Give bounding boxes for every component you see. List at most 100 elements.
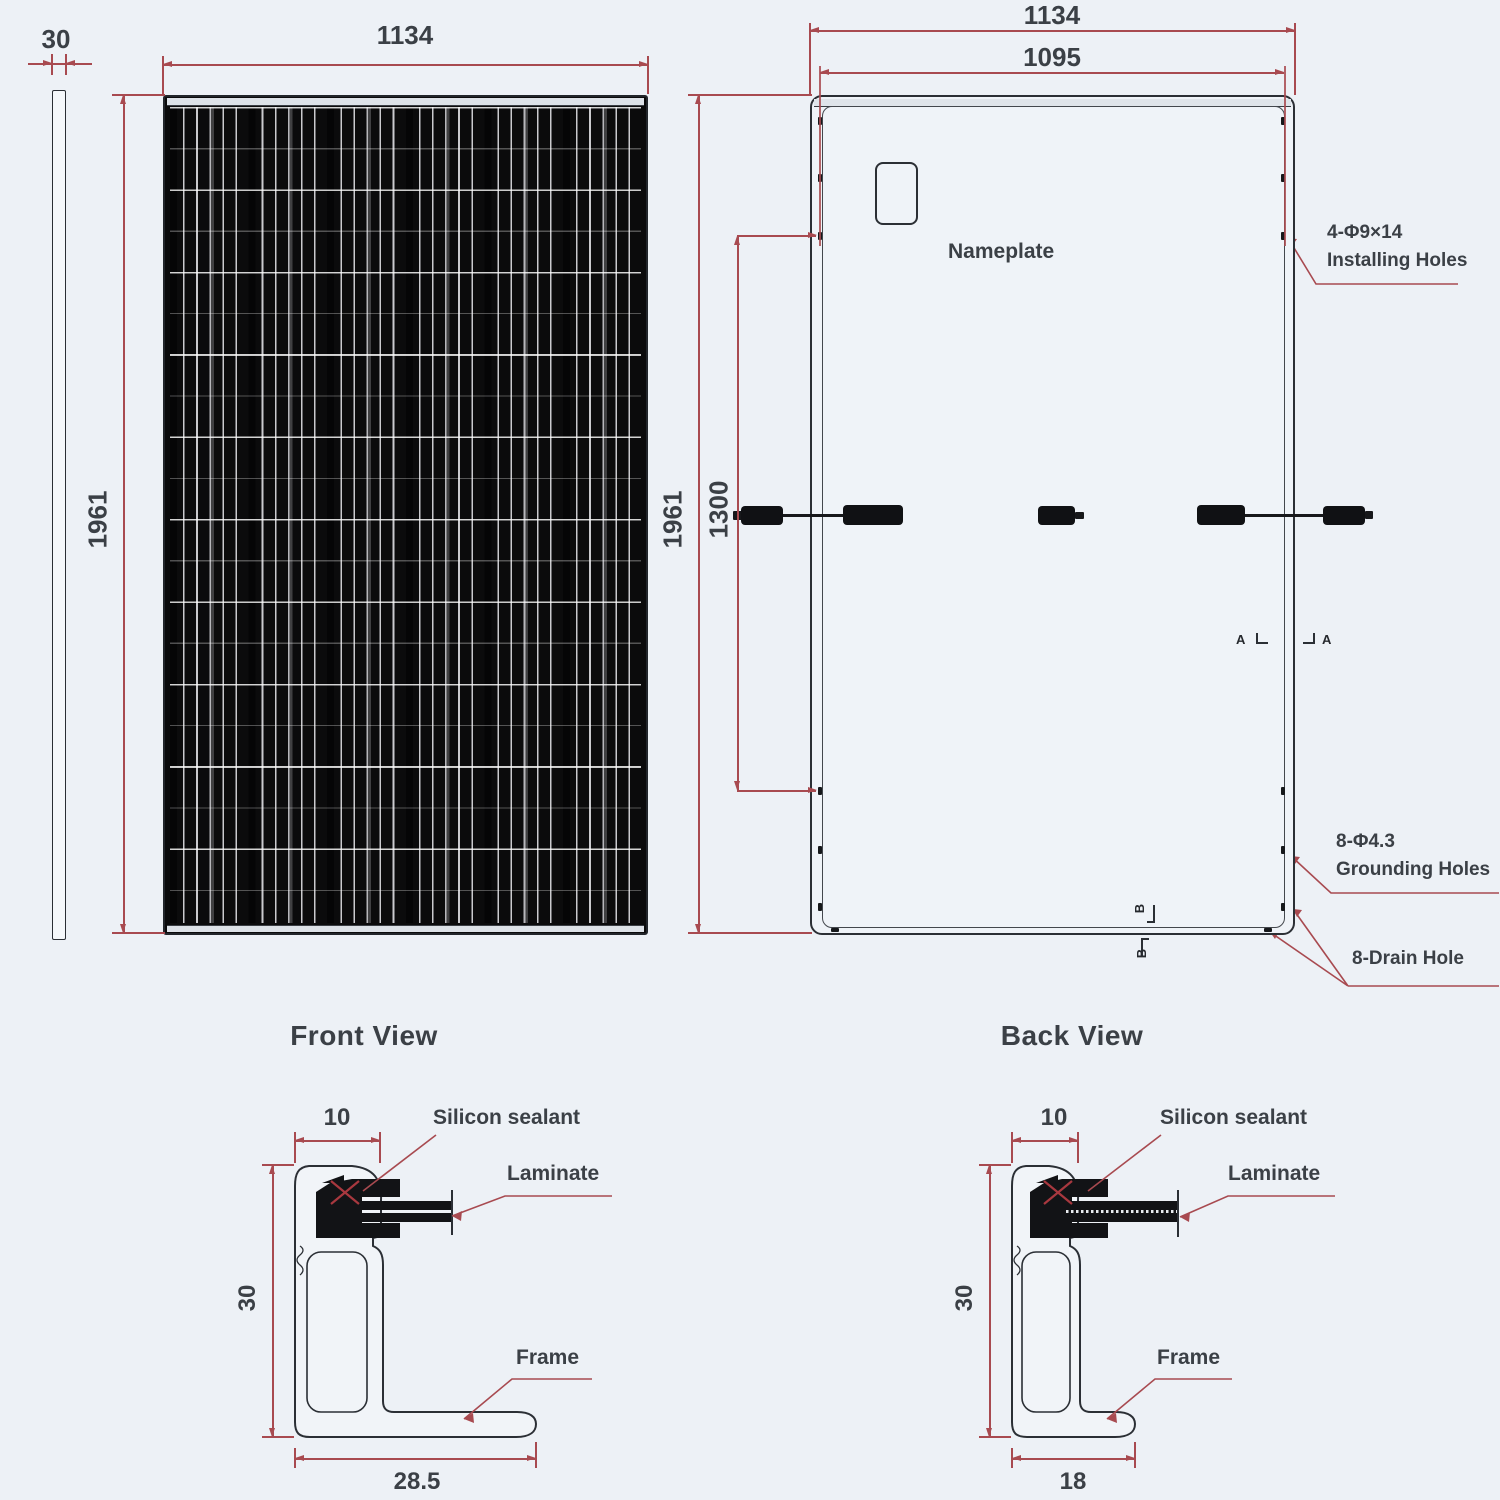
back-height-dimline <box>698 95 700 933</box>
front-section-height-arrow-b <box>269 1428 276 1437</box>
side-dim-arrow-right <box>66 60 75 67</box>
back-frame-serration <box>1013 1245 1021 1276</box>
back-section-laminate-label: Laminate <box>1228 1162 1321 1185</box>
front-width-label: 1134 <box>376 20 434 50</box>
front-width-arrow-right <box>639 61 648 68</box>
front-laminate-bar-bottom <box>356 1213 452 1222</box>
back-section-height-dimline <box>989 1165 991 1437</box>
front-frame-profile-outline <box>294 1165 538 1438</box>
front-height-arrow-bottom <box>120 924 127 933</box>
installing-holes-label-line1: 4-Φ9×14 <box>1327 222 1403 243</box>
junction-connector <box>1038 506 1075 525</box>
drain-hole-label: 8-Drain Hole <box>1352 948 1464 969</box>
grounding-hole-mark <box>818 787 822 795</box>
front-height-ext-top <box>112 94 165 96</box>
front-panel-bottom-rail <box>167 925 644 932</box>
back-frame-arrow <box>1107 1413 1117 1423</box>
front-panel <box>163 95 648 935</box>
back-outer-width-label: 1134 <box>1023 0 1081 30</box>
back-section-height-arrow-t <box>986 1165 993 1174</box>
front-section-botwidth-label: 28.5 <box>393 1468 441 1495</box>
back-height-label: 1961 <box>657 490 688 549</box>
cable <box>783 514 843 517</box>
section-b-bracket-top <box>1147 905 1155 923</box>
front-width-arrow-left <box>163 61 172 68</box>
grounding-holes-label-line1: 8-Φ4.3 <box>1336 831 1395 852</box>
back-section-topwidth-arrow-r <box>1069 1137 1078 1144</box>
grounding-hole-mark <box>818 903 822 911</box>
grounding-hole-mark <box>1281 903 1285 911</box>
back-view-title: Back View <box>1000 1020 1144 1051</box>
front-section-topwidth-arrow-l <box>295 1137 304 1144</box>
back-holespan-label: 1300 <box>703 480 734 539</box>
back-panel-inner-outline <box>822 106 1285 928</box>
front-width-ext-right <box>647 56 649 94</box>
front-section-botwidth-ext-r <box>535 1442 537 1468</box>
front-section-topwidth-dimline <box>295 1140 380 1142</box>
back-outer-width-ext-right <box>1294 23 1296 95</box>
back-holespan-arrow-top <box>734 236 741 245</box>
nameplate-label: Nameplate <box>948 240 1055 263</box>
back-inner-width-ext-right <box>1284 66 1286 246</box>
front-width-dimline <box>163 64 648 66</box>
front-height-dimline <box>123 95 125 933</box>
back-frame-profile-outline <box>1011 1165 1137 1438</box>
front-section-topwidth-ext-r <box>379 1132 381 1163</box>
back-section-botwidth-dimline <box>1012 1458 1135 1460</box>
drain-hole-mark <box>831 928 839 932</box>
section-b-bracket-bottom <box>1141 938 1149 956</box>
front-section-topwidth-arrow-r <box>371 1137 380 1144</box>
installing-hole-mark <box>1281 232 1285 240</box>
connector-tip <box>1365 511 1373 519</box>
back-section-botwidth-ext-l <box>1011 1448 1013 1468</box>
back-holespan-ext-bottom-arrow <box>808 787 817 794</box>
grounding-holes-label-line2: Grounding Holes <box>1336 859 1491 880</box>
installing-hole-mark <box>1281 174 1285 182</box>
section-a-label-left: A <box>1236 632 1246 647</box>
front-panel-top-rail <box>167 98 644 106</box>
back-height-ext-top <box>688 94 812 96</box>
side-thickness-label: 30 <box>41 24 71 54</box>
back-outer-width-dimline <box>810 30 1295 32</box>
installing-holes-label-line2: Installing Holes <box>1327 250 1468 271</box>
back-section-topwidth-ext-r <box>1077 1132 1079 1163</box>
front-panel-cells <box>170 107 641 923</box>
front-section-height-ext-t <box>262 1164 294 1166</box>
front-frame-hollow <box>306 1251 368 1413</box>
front-section-frame-label: Frame <box>516 1346 580 1369</box>
front-section-height-ext-b <box>262 1436 294 1438</box>
front-height-ext-bottom <box>112 932 165 934</box>
back-section-height-arrow-b <box>986 1428 993 1437</box>
front-laminate-leader <box>451 1195 612 1217</box>
front-silicon-leader <box>362 1134 437 1192</box>
front-section-height-dimline <box>272 1165 274 1437</box>
back-silicon-leader <box>1087 1134 1162 1192</box>
back-frame-leader <box>1106 1378 1232 1420</box>
back-outer-width-ext-left <box>809 23 811 95</box>
mc4-connector <box>1323 506 1365 525</box>
section-b-label-bottom: B <box>1134 948 1150 959</box>
connector-tip <box>1075 512 1084 519</box>
back-section-botwidth-ext-r <box>1134 1442 1136 1468</box>
grounding-hole-mark <box>818 846 822 854</box>
back-holespan-ext-bottom <box>737 790 816 792</box>
grounding-hole-mark <box>1281 787 1285 795</box>
back-frame-sealant-wedge <box>1036 1175 1058 1183</box>
front-section-topwidth-ext-l <box>294 1132 296 1163</box>
back-section-botwidth-label: 18 <box>1059 1468 1087 1495</box>
drain-hole-mark <box>1264 928 1272 932</box>
front-view-title: Front View <box>290 1020 438 1051</box>
front-section-topwidth-label: 10 <box>323 1104 351 1131</box>
back-section-botwidth-arrow-l <box>1012 1455 1021 1462</box>
section-b-label-top: B <box>1132 903 1148 914</box>
back-sealant-x-mark <box>1043 1180 1073 1205</box>
back-section-height-ext-b <box>979 1436 1011 1438</box>
back-holespan-dimline <box>737 236 739 790</box>
back-outer-width-arrow-left <box>810 27 819 34</box>
back-section-silicon-label: Silicon sealant <box>1160 1106 1308 1129</box>
back-section-topwidth-ext-l <box>1011 1132 1013 1163</box>
back-section-height-ext-t <box>979 1164 1011 1166</box>
front-section-botwidth-dimline <box>295 1458 536 1460</box>
front-section-botwidth-arrow-l <box>295 1455 304 1462</box>
front-section-laminate-label: Laminate <box>507 1162 600 1185</box>
